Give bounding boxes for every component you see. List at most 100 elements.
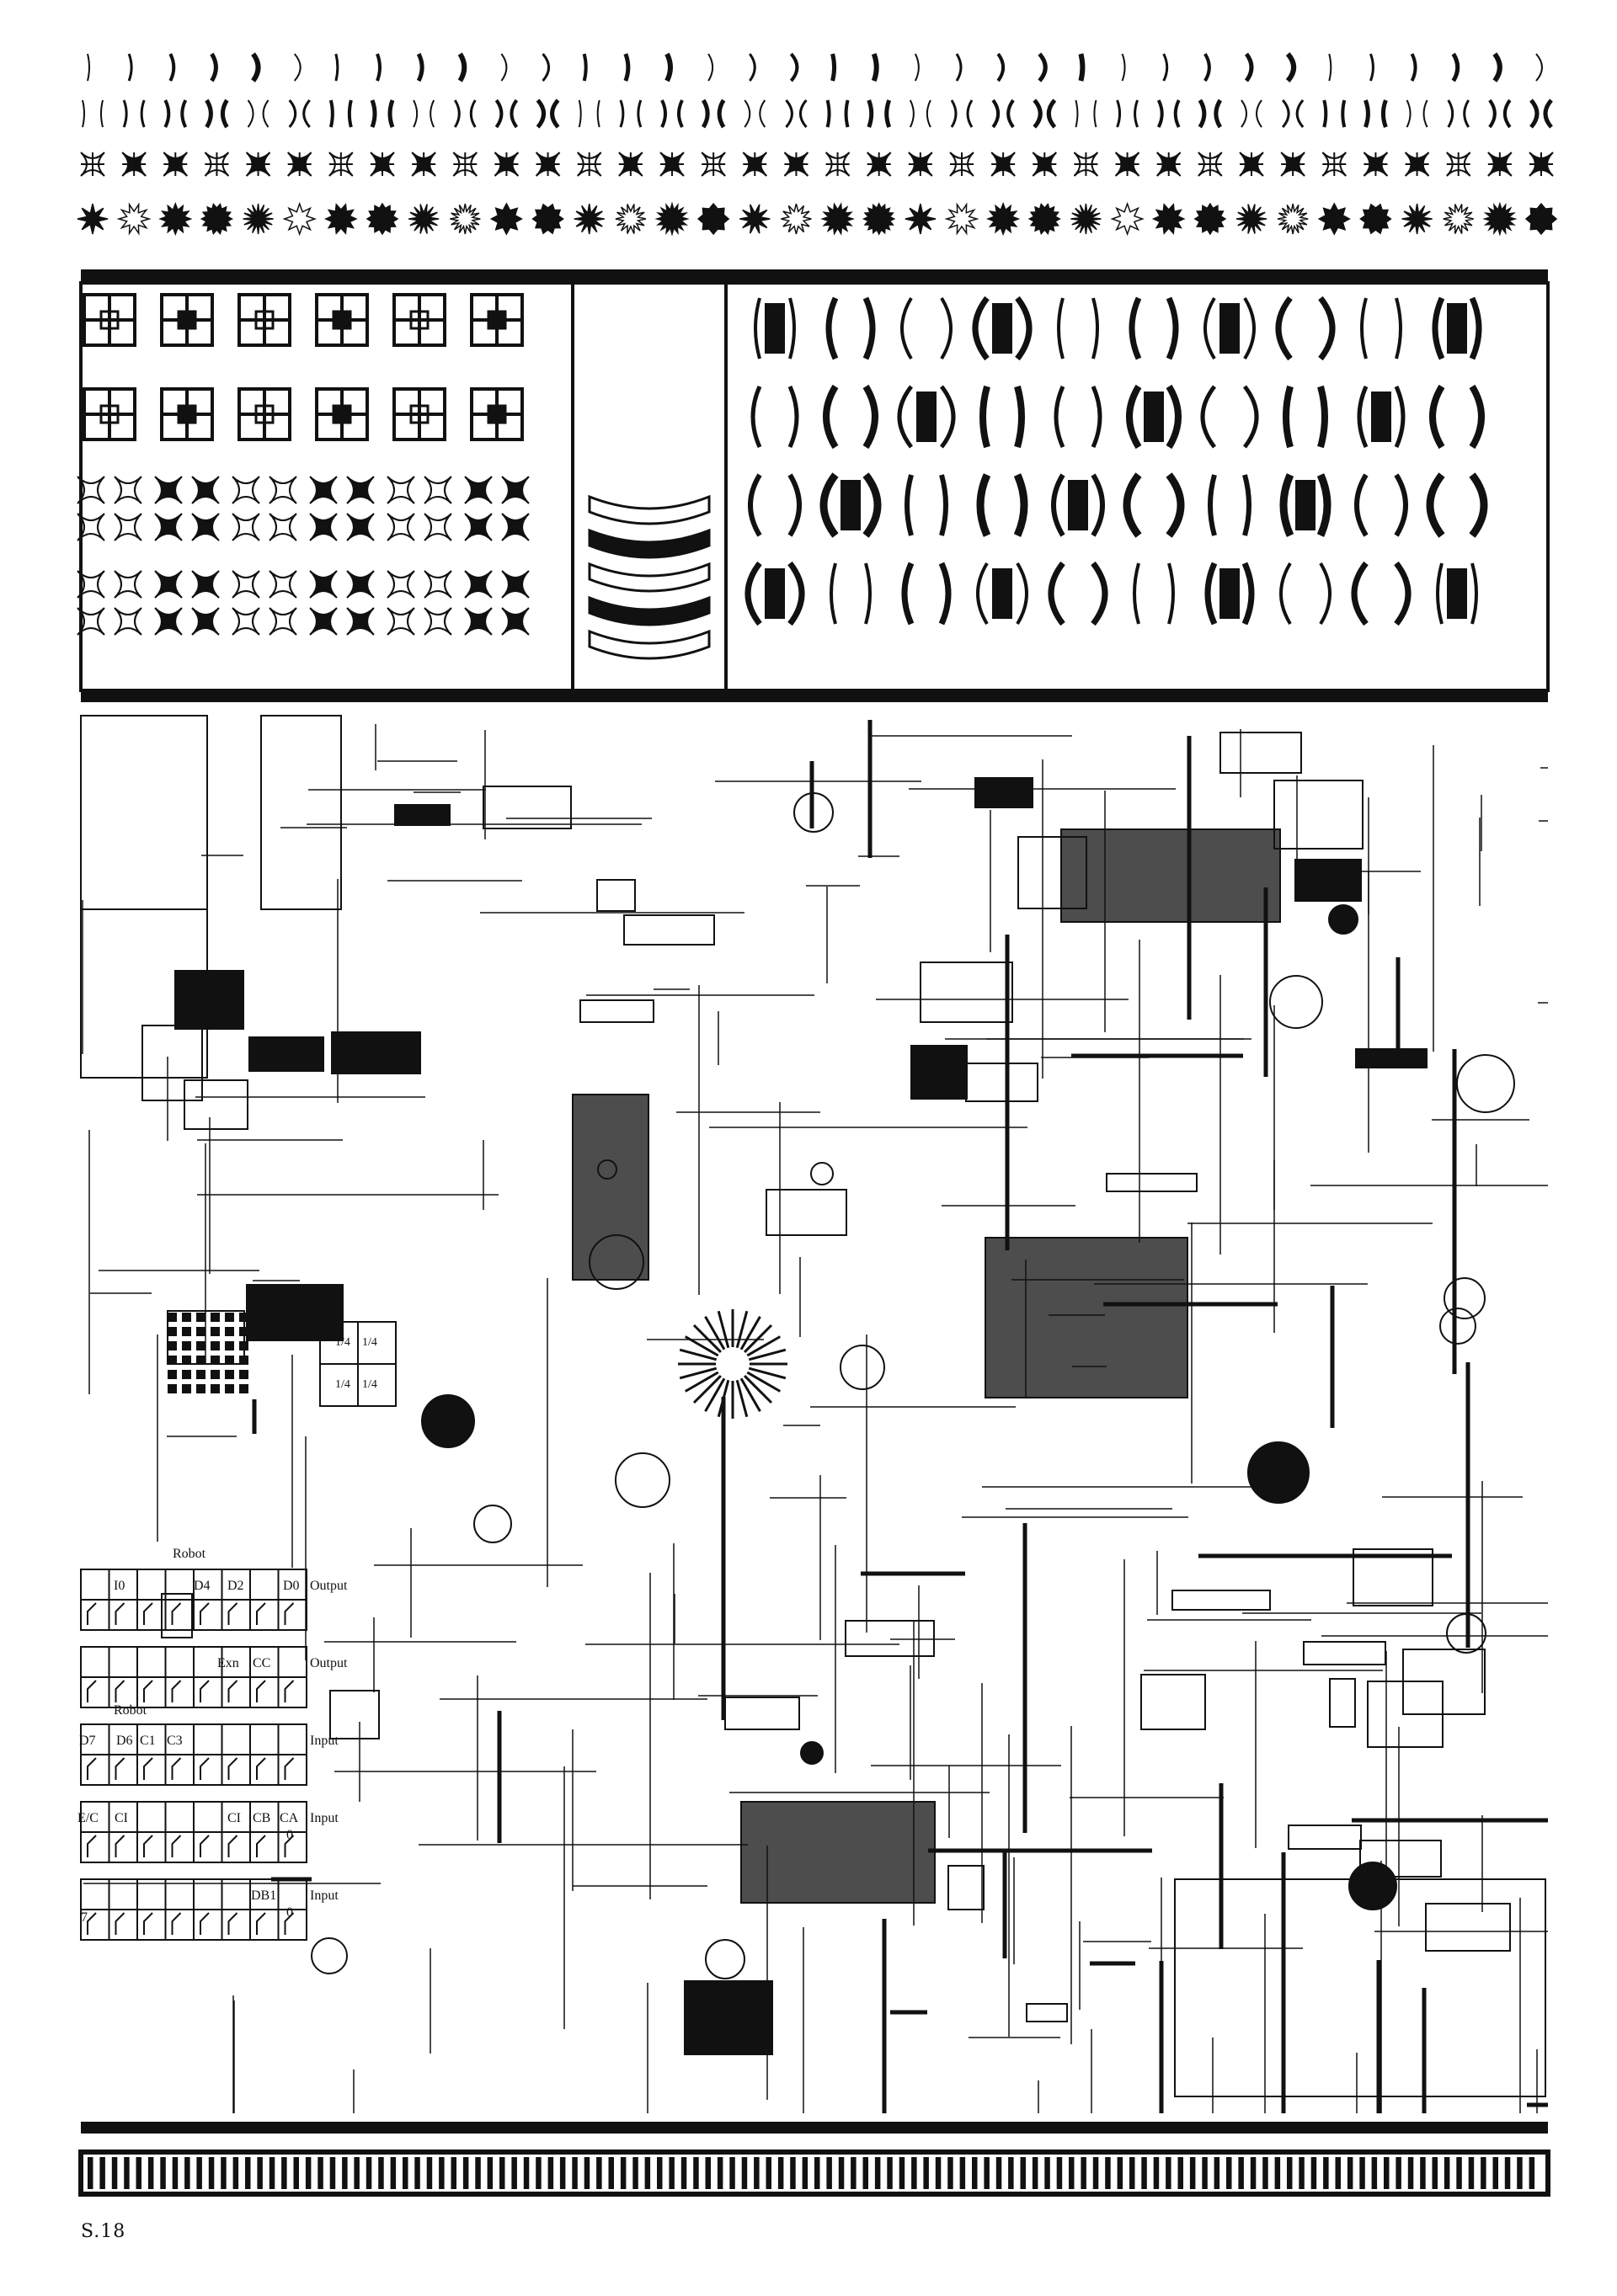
io-switch [115,1912,125,1935]
glyph-pair [494,99,519,129]
footer-stripe [1468,2157,1475,2189]
footer-stripe [680,2157,687,2189]
footer-stripe [972,2157,978,2189]
glyph-pair [1322,99,1347,128]
footer-stripe [559,2157,566,2189]
glyph-bracket [1285,52,1297,83]
starburst-ray [717,1310,730,1349]
footer-stripe [899,2157,905,2189]
glyph-cross [1239,152,1264,177]
footer-stripe [1262,2157,1268,2189]
photo-blob [1060,828,1281,923]
io-row5-kind: Input [310,1888,339,1903]
lattice-cell [239,1384,248,1393]
lattice-cell [196,1356,205,1365]
io-switch [171,1912,182,1935]
footer-stripe [281,2157,287,2189]
io-switch [200,1680,210,1702]
footer-stripe [620,2157,627,2189]
bracket-cell [1203,296,1256,360]
glyph-pair [163,99,188,128]
glyph-pair [328,99,353,128]
glyph-bracket [1244,52,1254,83]
footer-stripe [439,2157,445,2189]
footer-stripe [814,2157,820,2189]
footer-stripe [136,2157,141,2189]
footer-stripe [1105,2157,1111,2189]
io-d6: D6 [116,1734,133,1748]
ic-chip [174,970,244,1030]
starburst-ray [717,1379,730,1418]
dial [311,1937,348,1974]
ic-chip [246,1284,344,1341]
footer-stripe [547,2157,554,2189]
glyph-bracket [1038,52,1048,83]
glyph-bracket [376,53,382,82]
bracket-cell [744,561,805,626]
ic-chip [394,804,451,826]
dial [810,1162,834,1185]
dial [1439,1308,1476,1345]
footer-stripe [1069,2157,1075,2189]
glyph-bracket [416,52,424,83]
starburst-ray [746,1335,782,1357]
footer-stripe [111,2157,118,2189]
ornament-tile [160,387,214,441]
ic-chip [1171,1590,1271,1611]
bracket-cell [1057,297,1099,360]
lattice-cell [211,1384,220,1393]
io-switch [227,1835,238,1857]
footer-stripe [887,2157,893,2189]
io-switch [87,1912,97,1935]
lattice-cell [196,1370,205,1379]
starburst-ray [748,1366,787,1380]
ic-chip [331,1031,421,1074]
glyph-pair [701,99,726,129]
ic-chip [920,962,1013,1023]
glyph-bracket [542,53,551,82]
bracket-cell [1051,473,1105,537]
motor [1348,1862,1397,1910]
lattice-cell [182,1356,191,1365]
footer-stripe [754,2157,760,2189]
footer-stripe [245,2157,251,2189]
bracket-cell [748,473,802,537]
lattice-cell [211,1370,220,1379]
glyph-pair [909,99,931,128]
ornament-tile [470,293,524,347]
starburst-ray [679,1366,718,1380]
io-exn: Exn [217,1656,239,1670]
io-d0: D0 [283,1579,300,1593]
dial [1456,1054,1515,1113]
glyph-star [282,201,317,237]
glyph-star [739,204,771,234]
glyph-star [1151,203,1186,235]
glyph-cross [80,152,105,177]
bracket-cell [905,474,948,536]
glyph-pair [578,99,600,128]
glyph-star [985,201,1021,237]
glyph-bracket [914,53,920,82]
glyph-cross [659,152,685,177]
ic-chip [1140,1674,1206,1730]
ic-chip [1353,1548,1433,1606]
dial [1444,1277,1486,1319]
footer-stripe [184,2157,190,2189]
footer-stripe [221,2157,227,2189]
footer-stripe [1129,2157,1135,2189]
footer-stripe [1081,2157,1086,2189]
dial [840,1345,885,1390]
ic-chip [1355,1048,1428,1068]
dial [1247,1441,1310,1504]
lattice-cell [168,1370,177,1379]
glyph-bracket [251,52,261,83]
footer-stripe [572,2157,578,2189]
ornament-tile [232,570,297,636]
ic-chip [1329,1678,1356,1728]
bracket-cell [976,473,1028,537]
glyph-star [243,203,274,235]
lattice-cell [225,1356,234,1365]
bracket-cell [819,472,882,538]
glyph-star [489,202,523,236]
pcb-frame [1174,1878,1546,2097]
